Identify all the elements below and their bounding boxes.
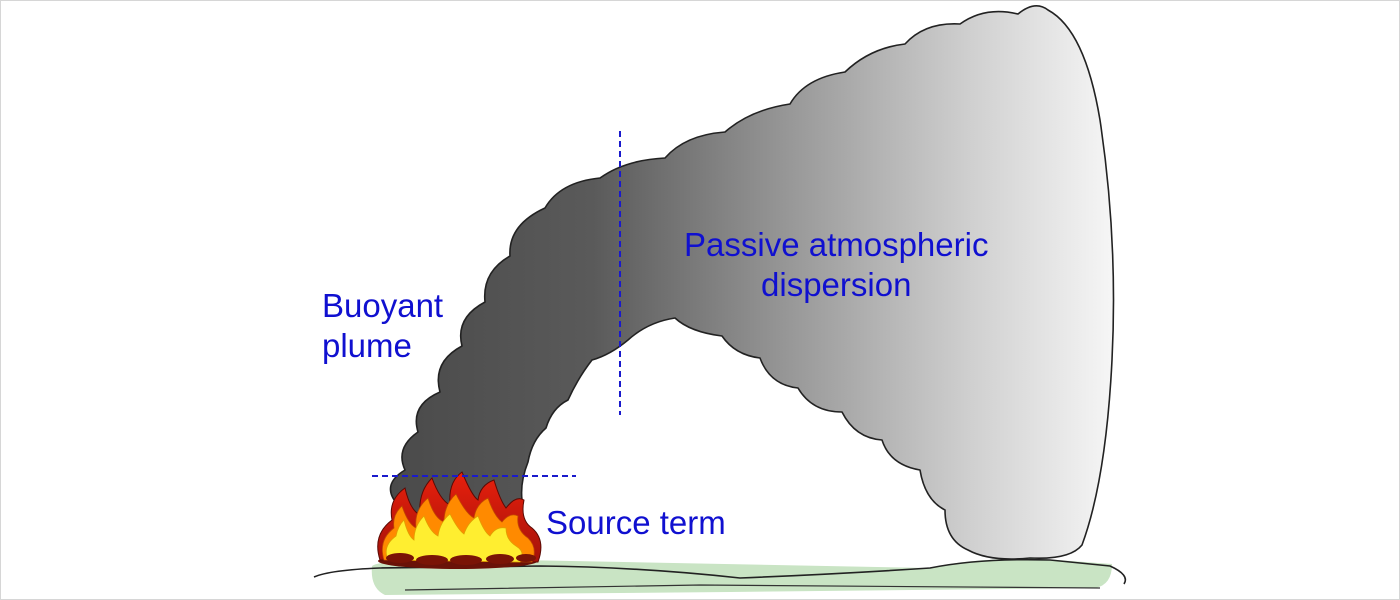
source-term-label: Source term	[546, 504, 726, 541]
ground-line-lower	[404, 584, 1101, 591]
buoyant-plume-label-line1: Buoyant	[322, 287, 444, 324]
flame-inner-layer	[385, 513, 523, 563]
fire-icon	[377, 471, 542, 569]
passive-dispersion-label-line2: dispersion	[761, 266, 912, 304]
passive-dispersion-label: Passive atmospheric dispersion	[684, 225, 988, 306]
passive-dispersion-label-line1: Passive atmospheric	[684, 226, 989, 263]
buoyant-plume-label-line2: plume	[322, 327, 412, 365]
buoyant-plume-label: Buoyant plume	[322, 286, 443, 367]
smoke-outline	[389, 5, 1115, 560]
smoke-plume	[389, 5, 1115, 560]
ground-fill	[371, 558, 1112, 595]
fire-embers	[386, 553, 536, 565]
